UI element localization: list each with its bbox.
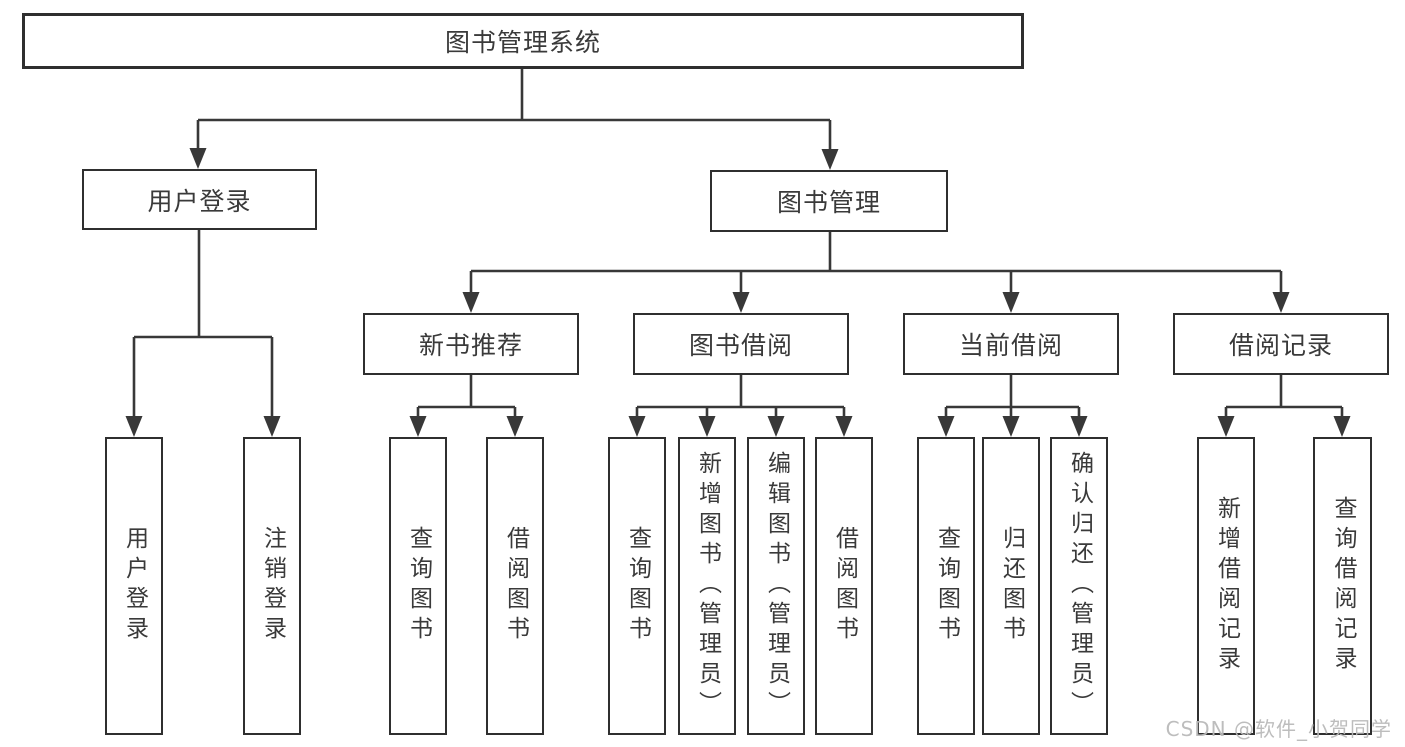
node-label: 查询图书 [624,526,651,646]
diagram-node-borrowing-records: 借阅记录 [1173,313,1389,375]
diagram-node-current-borrowing: 当前借阅 [903,313,1119,375]
diagram-node-user-login-group: 用户登录 [82,169,317,230]
arrowhead-icon [1002,292,1020,313]
diagram-node-book-borrowing: 图书借阅 [633,313,849,375]
arrowhead-icon [698,416,716,437]
diagram-node-query-books-1: 查询图书 [389,437,447,735]
diagram-node-edit-books-admin: 编辑图书（管理员） [747,437,805,735]
diagram-node-user-login: 用户登录 [105,437,163,735]
arrowhead-icon [1217,416,1235,437]
arrowhead-icon [821,149,839,170]
arrowhead-icon [462,292,480,313]
node-label: 当前借阅 [958,331,1063,360]
node-label: 借阅图书 [831,526,858,646]
diagram-node-root: 图书管理系统 [22,13,1024,69]
diagram-node-add-books-admin: 新增图书（管理员） [678,437,736,735]
diagram-node-query-books-2: 查询图书 [608,437,666,735]
diagram-node-new-book-recommend: 新书推荐 [363,313,579,375]
arrowhead-icon [1272,292,1290,313]
node-label: 图书管理系统 [444,28,601,57]
node-label: 新书推荐 [418,331,523,360]
node-label: 新增图书（管理员） [694,451,721,721]
node-label: 用户登录 [147,186,252,216]
arrowhead-icon [1333,416,1351,437]
node-label: 用户登录 [121,526,148,646]
node-label: 查询图书 [405,526,432,646]
arrowhead-icon [506,416,524,437]
diagram-node-return-books: 归还图书 [982,437,1040,735]
diagram-node-logout: 注销登录 [243,437,301,735]
diagram-node-add-borrow-record: 新增借阅记录 [1197,437,1255,735]
arrowhead-icon [189,148,207,169]
arrowhead-icon [409,416,427,437]
arrowhead-icon [835,416,853,437]
arrowhead-icon [628,416,646,437]
diagram-node-confirm-return-admin: 确认归还（管理员） [1050,437,1108,735]
diagram-node-query-borrow-record: 查询借阅记录 [1313,437,1372,735]
node-label: 编辑图书（管理员） [763,451,790,721]
arrowhead-icon [732,292,750,313]
node-label: 新增借阅记录 [1213,496,1240,676]
arrowhead-icon [263,416,281,437]
node-label: 图书管理 [776,188,881,217]
node-label: 注销登录 [259,526,286,646]
arrowhead-icon [767,416,785,437]
diagram-node-book-management: 图书管理 [710,170,948,232]
arrowhead-icon [125,416,143,437]
node-label: 确认归还（管理员） [1066,451,1093,721]
arrowhead-icon [937,416,955,437]
watermark: CSDN @软件_小贺同学 [1165,717,1392,741]
node-label: 查询图书 [933,526,960,646]
diagram-node-borrow-books-2: 借阅图书 [815,437,873,735]
diagram-node-query-books-3: 查询图书 [917,437,975,735]
arrowhead-icon [1002,416,1020,437]
node-label: 图书借阅 [688,331,793,360]
node-label: 借阅图书 [502,526,529,646]
arrowhead-icon [1070,416,1088,437]
node-label: 借阅记录 [1228,331,1333,360]
diagram-node-borrow-books-1: 借阅图书 [486,437,544,735]
node-label: 查询借阅记录 [1330,496,1356,676]
node-label: 归还图书 [998,526,1025,646]
